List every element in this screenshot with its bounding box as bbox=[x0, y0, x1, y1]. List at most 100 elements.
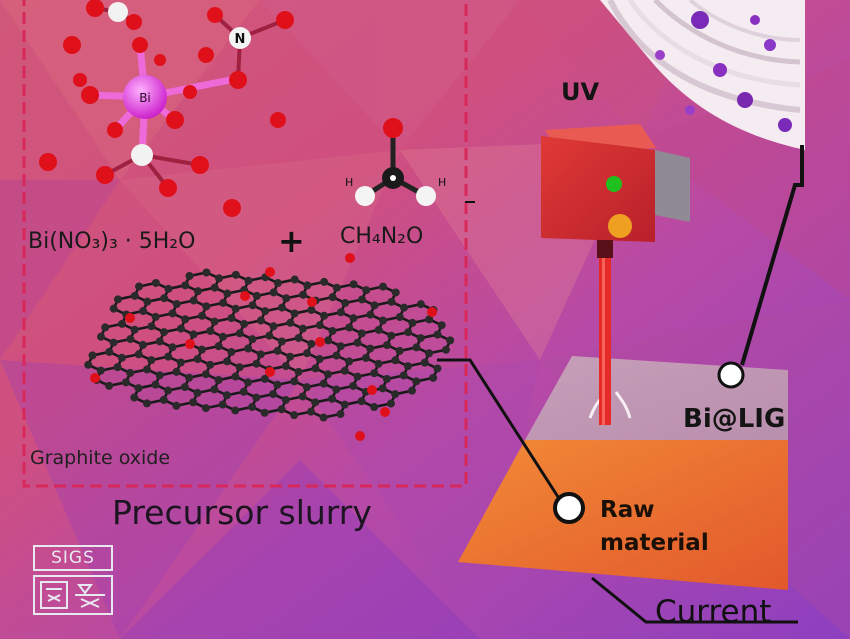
carbon-atom bbox=[433, 364, 442, 373]
carbon-atom bbox=[281, 395, 290, 404]
carbon-atom bbox=[336, 342, 345, 351]
carbon-atom bbox=[138, 340, 147, 349]
carbon-atom bbox=[130, 325, 139, 334]
oxygen-group bbox=[345, 253, 355, 263]
uv-laser-device bbox=[541, 124, 690, 258]
carbon-atom bbox=[391, 390, 400, 399]
carbon-atom bbox=[383, 341, 392, 350]
carbon-atom bbox=[202, 268, 211, 277]
carbon-atom bbox=[210, 385, 219, 394]
carbon-atom bbox=[139, 307, 148, 316]
carbon-atom bbox=[222, 391, 231, 400]
carbon-atom bbox=[386, 399, 395, 408]
green-indicator-light bbox=[606, 176, 622, 192]
bi-particle bbox=[691, 11, 709, 29]
carbon-atom bbox=[201, 404, 210, 413]
carbon-atom bbox=[299, 290, 308, 299]
carbon-atom bbox=[328, 394, 337, 403]
carbon-atom bbox=[164, 352, 173, 361]
carbon-atom bbox=[323, 370, 332, 379]
current-callout-line bbox=[591, 576, 798, 624]
urea-formula-label: CH₄N₂O bbox=[340, 224, 424, 249]
carbon-atom bbox=[425, 349, 434, 358]
bi-particle bbox=[655, 50, 665, 60]
carbon-atom bbox=[349, 381, 358, 390]
sigs-logo: SIGS bbox=[33, 545, 113, 615]
carbon-atom bbox=[273, 279, 282, 288]
carbon-atom bbox=[176, 358, 185, 367]
carbon-atom bbox=[412, 343, 421, 352]
carbon-atom bbox=[126, 368, 135, 377]
carbon-atom bbox=[219, 298, 228, 307]
oxygen-group bbox=[355, 431, 365, 441]
carbon-atom bbox=[273, 346, 282, 355]
oxygen-group bbox=[185, 339, 195, 349]
carbon-atom bbox=[315, 321, 324, 330]
carbon-atom bbox=[256, 350, 265, 359]
carbon-atom bbox=[379, 282, 388, 291]
carbon-atom bbox=[180, 383, 189, 392]
raw-material-label-line2: material bbox=[600, 530, 709, 556]
carbon-atom bbox=[118, 319, 127, 328]
carbon-atom bbox=[215, 274, 224, 283]
carbon-atom bbox=[197, 345, 206, 354]
carbon-atom bbox=[404, 328, 413, 337]
carbon-atom bbox=[341, 298, 350, 307]
svg-text:Bi: Bi bbox=[139, 91, 151, 105]
carbon-atom bbox=[286, 352, 295, 361]
carbon-atom bbox=[391, 356, 400, 365]
carbon-atom bbox=[324, 336, 333, 345]
carbon-atom bbox=[260, 374, 269, 383]
carbon-atom bbox=[185, 271, 194, 280]
substrate-plate bbox=[458, 356, 788, 590]
carbon-atom bbox=[252, 291, 261, 300]
sigs-logo-emblem bbox=[33, 575, 113, 615]
carbon-atom bbox=[168, 309, 177, 318]
bi-particle bbox=[713, 63, 727, 77]
carbon-atom bbox=[307, 305, 316, 314]
sigs-logo-text: SIGS bbox=[33, 545, 113, 571]
raw-material-label: Raw material bbox=[600, 494, 709, 560]
carbon-atom bbox=[223, 289, 232, 298]
carbon-atom bbox=[357, 295, 366, 304]
carbon-atom bbox=[206, 360, 215, 369]
urea-molecule: H H bbox=[345, 118, 446, 206]
raw-material-marker bbox=[553, 492, 585, 524]
carbon-atom bbox=[345, 323, 354, 332]
carbon-atom bbox=[290, 377, 299, 386]
oxygen-group bbox=[90, 373, 100, 383]
carbon-atom bbox=[105, 381, 114, 390]
carbon-atom bbox=[408, 318, 417, 327]
carbon-atom bbox=[307, 339, 316, 348]
graphene-oxide-sheet bbox=[84, 253, 455, 441]
carbon-atom bbox=[239, 387, 248, 396]
carbon-atom bbox=[290, 411, 299, 420]
carbon-atom bbox=[353, 338, 362, 347]
carbon-atom bbox=[311, 364, 320, 373]
uv-label: UV bbox=[561, 78, 600, 106]
carbon-atom bbox=[437, 321, 446, 330]
carbon-atom bbox=[298, 324, 307, 333]
carbon-atom bbox=[159, 395, 168, 404]
carbon-atom bbox=[336, 308, 345, 317]
carbon-atom bbox=[202, 302, 211, 311]
carbon-atom bbox=[231, 304, 240, 313]
carbon-atom bbox=[349, 280, 358, 289]
carbon-atom bbox=[378, 384, 387, 393]
carbon-atom bbox=[416, 334, 425, 343]
carbon-atom bbox=[160, 328, 169, 337]
graphite-oxide-label: Graphite oxide bbox=[30, 447, 171, 469]
carbon-atom bbox=[227, 314, 236, 323]
carbon-atom bbox=[281, 362, 290, 371]
carbon-atom bbox=[332, 351, 341, 360]
carbon-atom bbox=[198, 311, 207, 320]
oxygen-group bbox=[265, 267, 275, 277]
carbon-atom bbox=[366, 310, 375, 319]
carbon-atom bbox=[244, 378, 252, 387]
carbon-atom bbox=[96, 332, 105, 341]
carbon-atom bbox=[121, 378, 130, 387]
carbon-atom bbox=[425, 315, 434, 324]
carbon-atom bbox=[244, 344, 253, 353]
bismuth-nitrate-molecule: Bi N bbox=[39, 0, 294, 217]
oxygen-group bbox=[427, 307, 437, 317]
